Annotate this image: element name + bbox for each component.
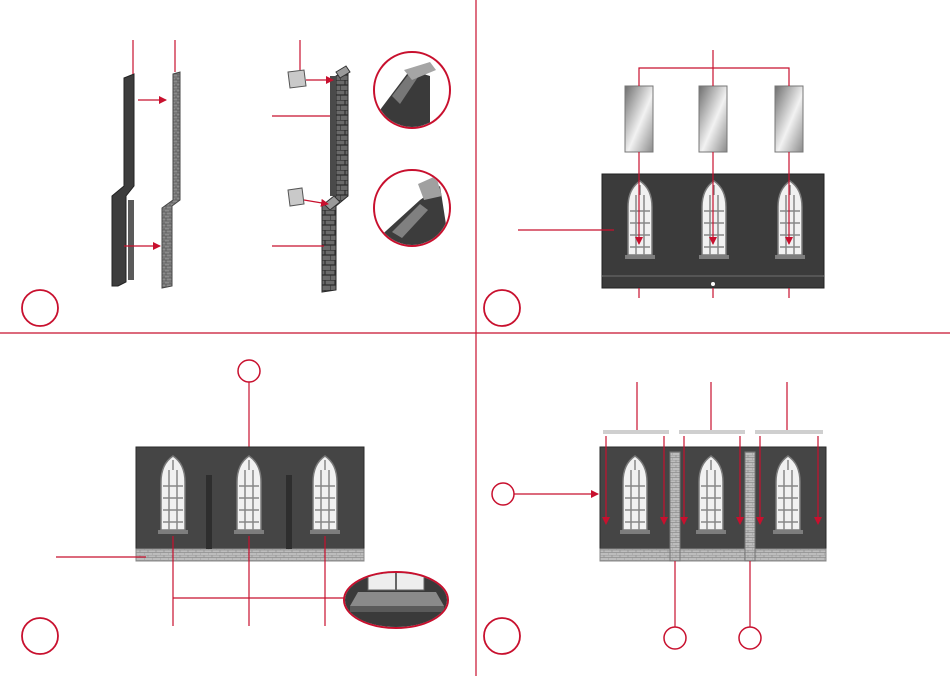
panel-step-4: [484, 382, 826, 654]
detail-zoom-top: [374, 52, 450, 140]
callout-circle: [492, 483, 514, 505]
step-marker-4: [484, 618, 520, 654]
callout-circle: [739, 627, 761, 649]
panel-step-3: [22, 360, 448, 654]
step-marker-2: [484, 290, 520, 326]
cap-part: [288, 188, 304, 206]
cap-part: [288, 70, 306, 88]
step-marker-3: [22, 618, 58, 654]
pilaster: [745, 452, 755, 561]
stone-facing-part: [162, 72, 180, 288]
glass-pane: [775, 86, 803, 152]
callout-circle: [238, 360, 260, 382]
pilaster: [670, 452, 680, 561]
panel-step-2: [484, 50, 824, 326]
step-marker-1: [22, 290, 58, 326]
callout-circle: [664, 627, 686, 649]
panel-step-1: [22, 40, 450, 326]
detail-zoom-sill: [344, 570, 448, 628]
glass-pane: [625, 86, 653, 152]
detail-zoom-bottom: [374, 170, 450, 250]
glass-pane: [699, 86, 727, 152]
arrow: [304, 200, 328, 204]
